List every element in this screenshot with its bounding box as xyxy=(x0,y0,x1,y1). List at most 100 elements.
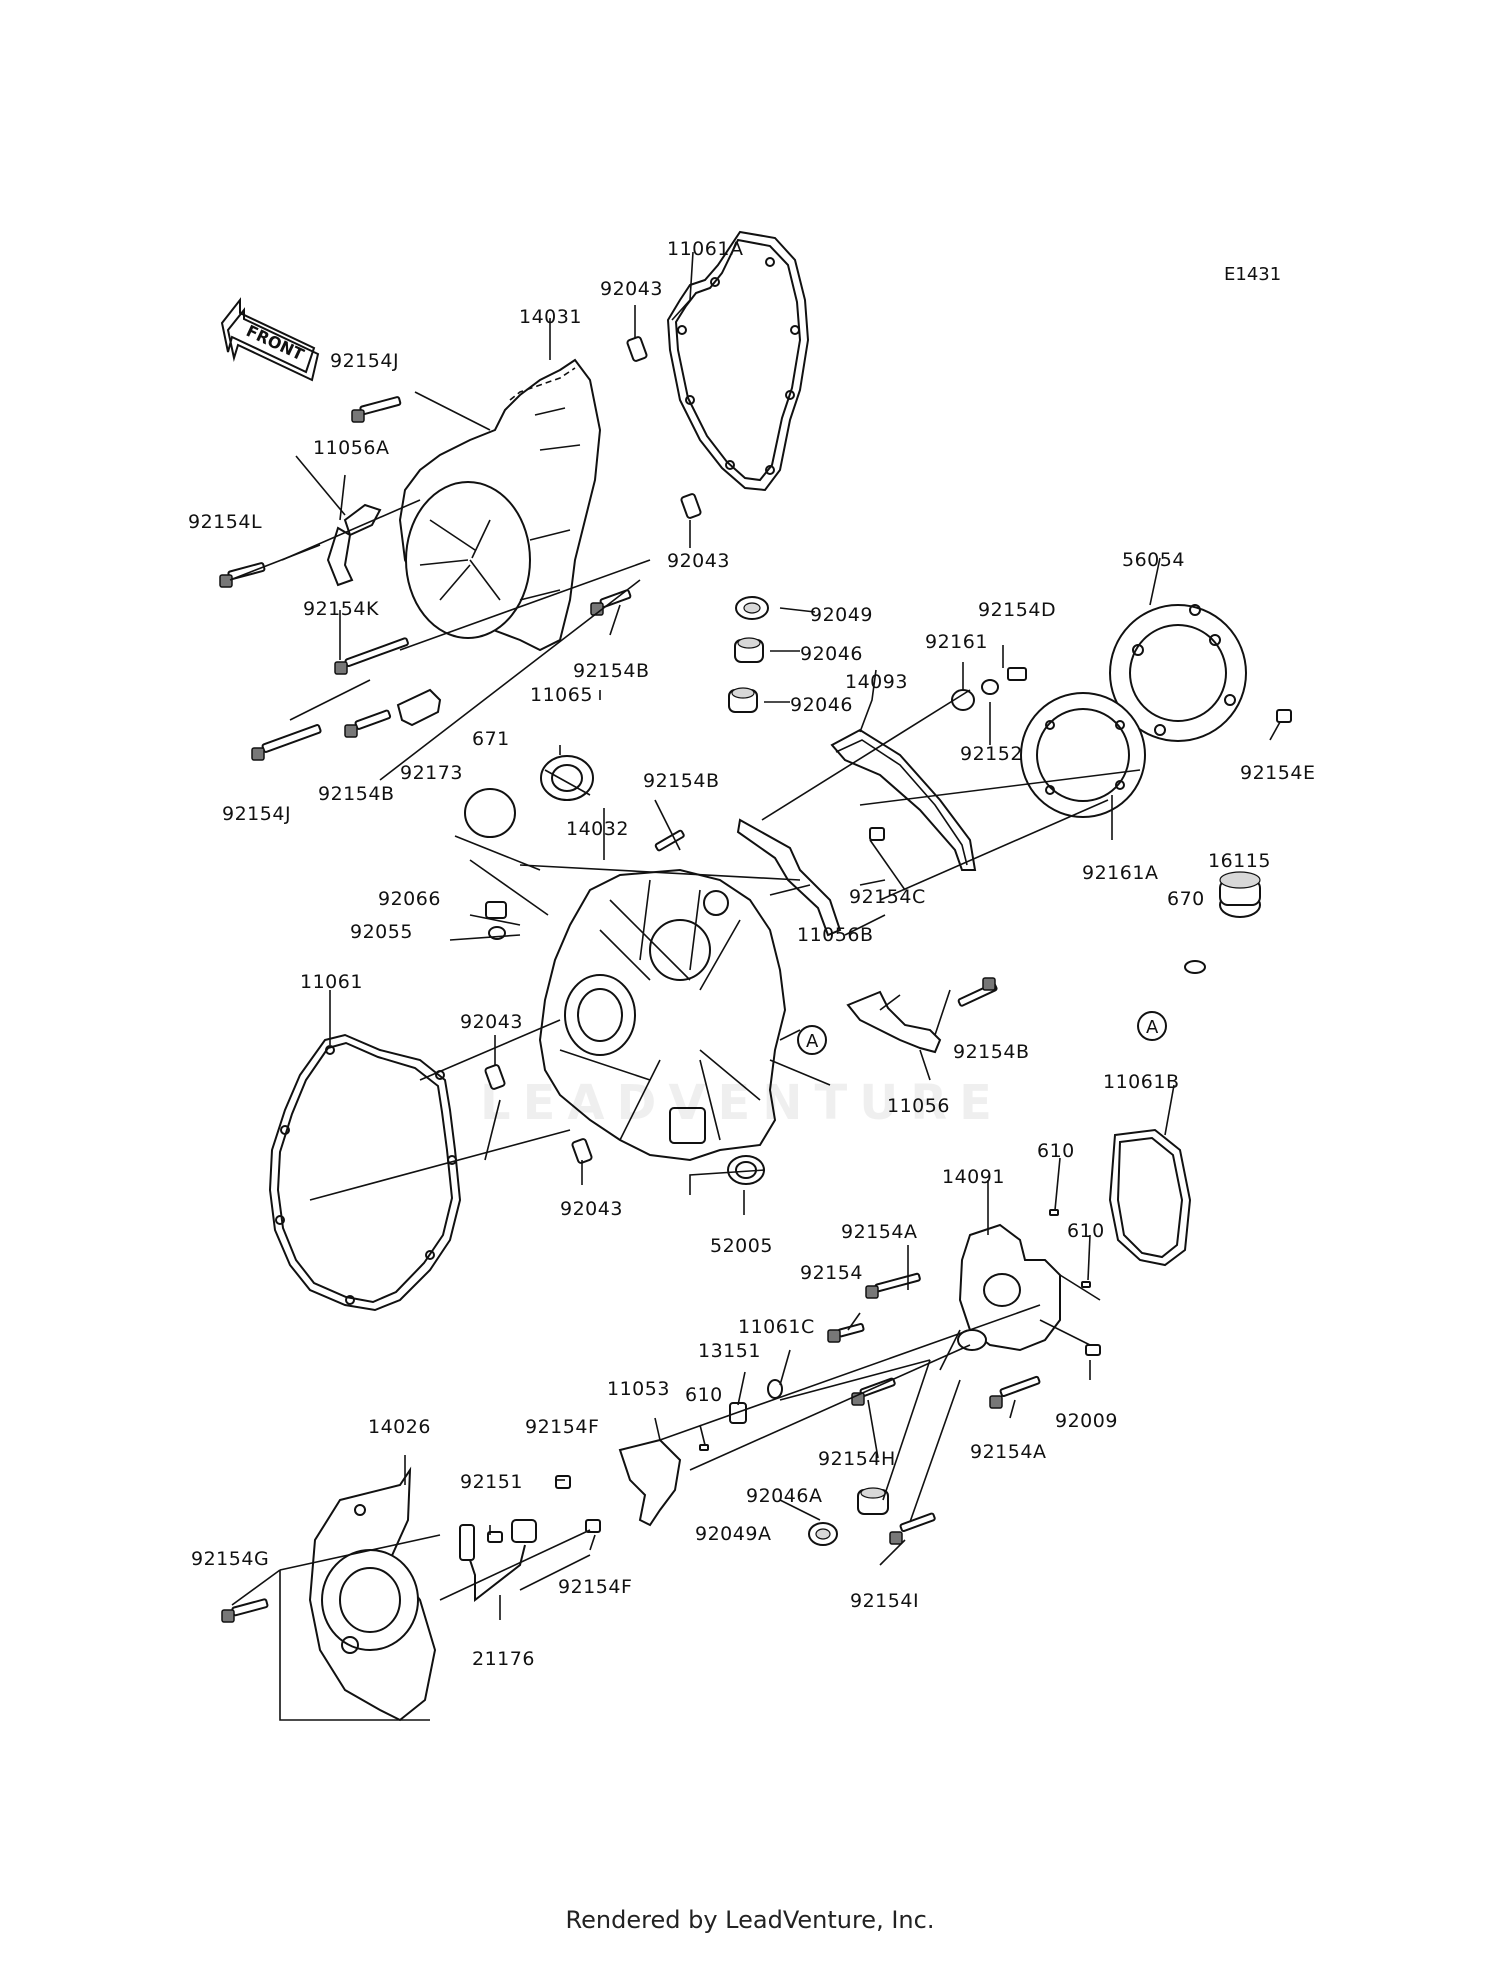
part-label[interactable]: 92154B xyxy=(573,660,650,682)
gasket-11061a-part xyxy=(666,230,810,492)
part-label[interactable]: 92154F xyxy=(525,1416,600,1438)
bracket-11056b-part xyxy=(736,818,842,937)
part-label[interactable]: 92154G xyxy=(191,1548,270,1570)
part-label[interactable]: 92046A xyxy=(746,1485,823,1507)
part-label[interactable]: 11061A xyxy=(667,238,744,260)
dowel-92043-b-part xyxy=(680,493,702,519)
seal-92049a-part xyxy=(808,1522,838,1546)
part-label[interactable]: 92154A xyxy=(841,1221,918,1243)
part-label[interactable]: 52005 xyxy=(710,1235,773,1257)
part-label[interactable]: 92043 xyxy=(667,550,730,572)
part-label[interactable]: 16115 xyxy=(1208,850,1271,872)
diagram-code: E1431 xyxy=(1224,264,1282,285)
front-arrow-icon: FRONT xyxy=(220,297,320,382)
part-label[interactable]: 92161A xyxy=(1082,862,1159,884)
part-label[interactable]: 92154J xyxy=(330,350,400,372)
part-label[interactable]: 11061B xyxy=(1103,1071,1180,1093)
bearing-92046-a-part xyxy=(734,637,764,663)
bolt-92154b-right-part xyxy=(957,977,998,1007)
part-label[interactable]: 92009 xyxy=(1055,1410,1118,1432)
bolt-92154d-part xyxy=(1007,667,1027,681)
bolt-92154b-mid-part xyxy=(344,709,392,738)
dowel-92043-a-part xyxy=(626,336,648,362)
part-label[interactable]: 92066 xyxy=(378,888,441,910)
bracket-11056-part xyxy=(846,990,942,1054)
part-label[interactable]: 92154H xyxy=(818,1448,896,1470)
bearing-92046-b-part xyxy=(728,687,758,713)
part-label[interactable]: 92049 xyxy=(810,604,873,626)
cover-14031-part xyxy=(398,358,602,652)
part-label[interactable]: 92154L xyxy=(188,511,263,533)
part-label[interactable]: 610 xyxy=(685,1384,723,1406)
gasket-11061-part xyxy=(268,1033,462,1312)
bearing-92046a-part xyxy=(857,1487,889,1515)
pin-610-b-part xyxy=(1081,1281,1091,1288)
dowel-92043-d-part xyxy=(571,1138,593,1164)
part-label[interactable]: 11053 xyxy=(607,1378,670,1400)
bolt-92154c-part xyxy=(869,827,885,841)
o-ring-11061c-part xyxy=(767,1379,783,1399)
part-label[interactable]: 92154B xyxy=(953,1041,1030,1063)
part-label[interactable]: 92055 xyxy=(350,921,413,943)
part-label[interactable]: 21176 xyxy=(472,1648,535,1670)
part-label[interactable]: 11056 xyxy=(887,1095,950,1117)
part-label[interactable]: 92154J xyxy=(222,803,292,825)
part-label[interactable]: 92046 xyxy=(800,643,863,665)
bolt-92154j-lower-part xyxy=(251,724,322,761)
callout-a-center-text: A xyxy=(806,1031,819,1052)
part-label[interactable]: 56054 xyxy=(1122,549,1185,571)
bracket-11056a-part xyxy=(326,503,382,587)
part-label[interactable]: 92154D xyxy=(978,599,1057,621)
part-label[interactable]: 14031 xyxy=(519,306,582,328)
part-label[interactable]: 14026 xyxy=(368,1416,431,1438)
part-label[interactable]: 92161 xyxy=(925,631,988,653)
part-label[interactable]: 14093 xyxy=(845,671,908,693)
bolt-92154e-part xyxy=(1276,709,1292,723)
part-label[interactable]: 11061 xyxy=(300,971,363,993)
part-label[interactable]: 11056B xyxy=(797,924,874,946)
part-label[interactable]: 92154B xyxy=(643,770,720,792)
part-label[interactable]: 92049A xyxy=(695,1523,772,1545)
o-ring-670-part xyxy=(1184,960,1206,974)
guide-14093-part xyxy=(830,728,977,871)
part-label[interactable]: 13151 xyxy=(698,1340,761,1362)
part-label[interactable]: 92154A xyxy=(970,1441,1047,1463)
part-label[interactable]: 92151 xyxy=(460,1471,523,1493)
cover-14026-part xyxy=(308,1466,437,1722)
part-label[interactable]: 92043 xyxy=(460,1011,523,1033)
clip-92173-part xyxy=(396,688,442,727)
part-label[interactable]: 14032 xyxy=(566,818,629,840)
part-label[interactable]: 670 xyxy=(1167,888,1205,910)
part-label[interactable]: 92154I xyxy=(850,1590,920,1612)
part-label[interactable]: 92154F xyxy=(558,1576,633,1598)
bolt-92154k-part xyxy=(334,637,409,675)
part-label[interactable]: 610 xyxy=(1067,1220,1105,1242)
gasket-11061b-part xyxy=(1108,1128,1192,1267)
part-label[interactable]: 92173 xyxy=(400,762,463,784)
part-label[interactable]: 11061C xyxy=(738,1316,815,1338)
part-label[interactable]: 14091 xyxy=(942,1166,1005,1188)
part-label[interactable]: 92154K xyxy=(303,598,379,620)
part-label[interactable]: 92154 xyxy=(800,1262,863,1284)
bolt-92154-part xyxy=(827,1322,865,1343)
part-label[interactable]: 92154E xyxy=(1240,762,1316,784)
pin-610-c-part xyxy=(699,1444,709,1451)
sensor-21176-part xyxy=(459,1519,537,1603)
plate-56054-part xyxy=(1109,604,1247,742)
part-label[interactable]: 11056A xyxy=(313,437,390,459)
part-label[interactable]: 92043 xyxy=(600,278,663,300)
part-label[interactable]: 92046 xyxy=(790,694,853,716)
washer-92055-part xyxy=(488,926,506,940)
part-label[interactable]: 92154C xyxy=(849,886,926,908)
seal-92049-part xyxy=(735,596,769,620)
bolt-92151-part xyxy=(487,1531,503,1543)
part-label[interactable]: 92154B xyxy=(318,783,395,805)
part-label[interactable]: 610 xyxy=(1037,1140,1075,1162)
bolt-92154j-top-part xyxy=(351,396,402,423)
part-label[interactable]: 671 xyxy=(472,728,510,750)
part-label[interactable]: 92152 xyxy=(960,743,1023,765)
part-label[interactable]: 92043 xyxy=(560,1198,623,1220)
bolt-92154f-lower-part xyxy=(585,1519,601,1533)
part-label[interactable]: 11065 xyxy=(530,684,593,706)
callout-a-center: A xyxy=(797,1025,827,1055)
